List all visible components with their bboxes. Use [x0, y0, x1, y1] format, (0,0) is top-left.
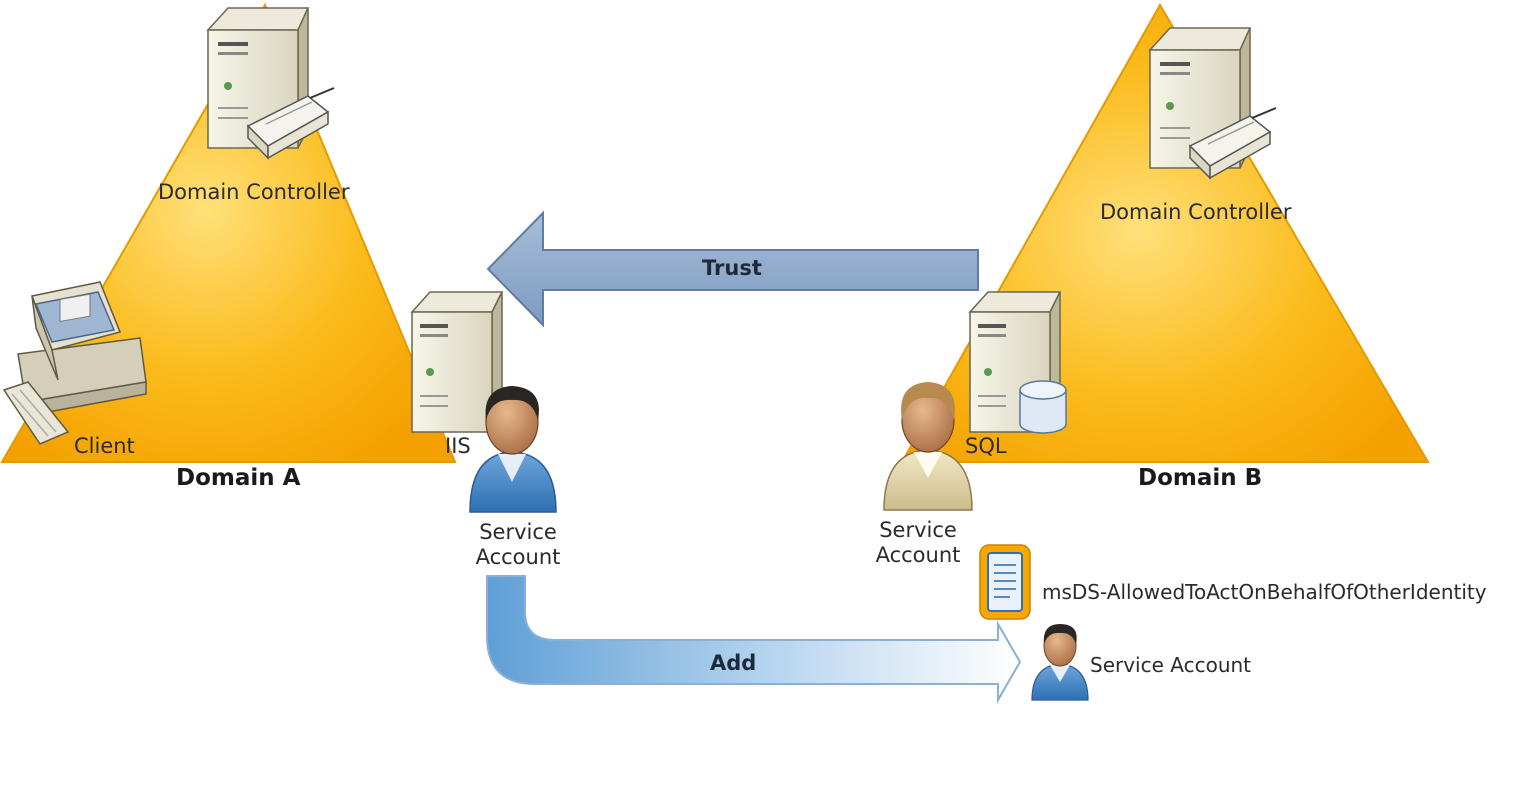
domain-a-title: Domain A — [176, 465, 301, 491]
add-arrow — [486, 575, 1022, 704]
domain-b-controller-label: Domain Controller — [1100, 200, 1292, 224]
attribute-member-label: Service Account — [1090, 653, 1252, 677]
user-icon-service-account-b — [883, 382, 973, 511]
document-icon-attribute — [979, 544, 1031, 620]
user-icon-service-account-member — [1031, 624, 1089, 701]
iis-label: IIS — [445, 434, 471, 458]
service-account-a-label: Service Account — [475, 520, 561, 570]
server-icon-iis — [410, 291, 504, 433]
domain-a-controller-label: Domain Controller — [158, 180, 350, 204]
computer-icon-client — [2, 281, 147, 445]
server-icon-domain-controller-a — [206, 7, 335, 160]
database-icon — [1019, 380, 1067, 434]
domain-b-title: Domain B — [1138, 465, 1263, 491]
client-label: Client — [74, 434, 135, 458]
sql-label: SQL — [965, 434, 1007, 458]
trust-arrow — [486, 210, 979, 328]
server-icon-domain-controller-b — [1148, 27, 1277, 180]
add-arrow-label: Add — [710, 651, 757, 675]
attribute-name-label: msDS-AllowedToActOnBehalfOfOtherIdentity — [1042, 580, 1487, 604]
trust-arrow-label: Trust — [702, 256, 762, 280]
user-icon-service-account-a — [469, 386, 557, 513]
service-account-b-label: Service Account — [875, 518, 961, 568]
